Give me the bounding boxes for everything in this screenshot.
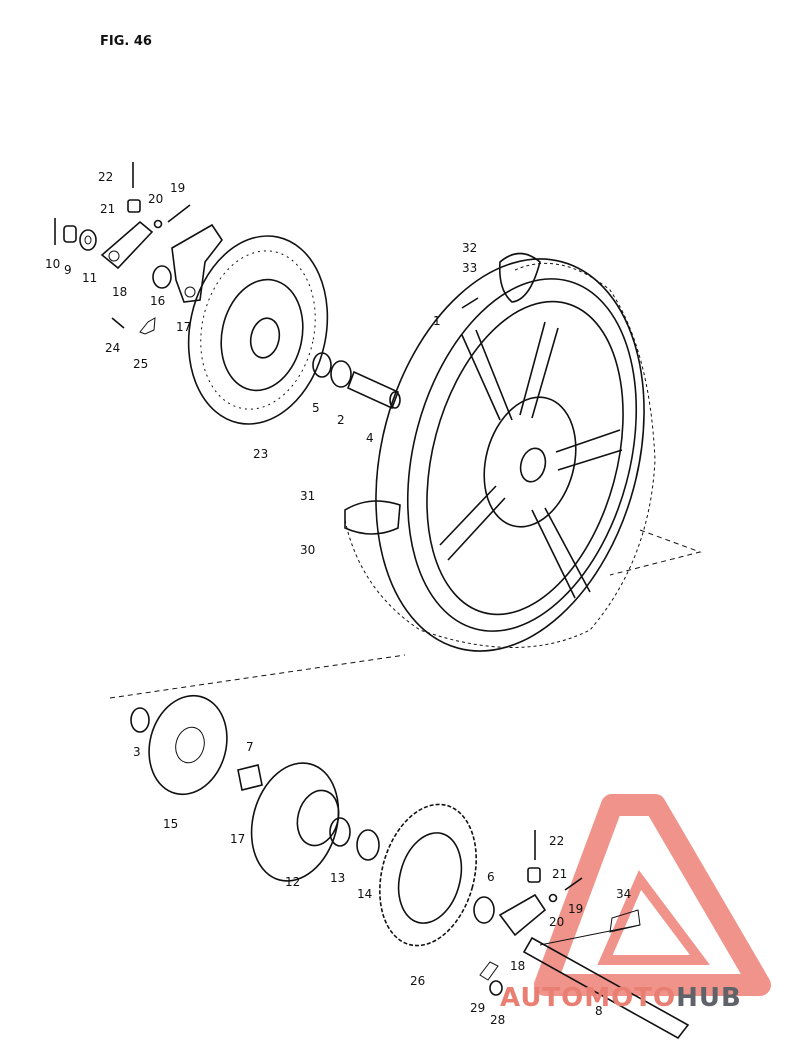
watermark-logo [534, 794, 771, 996]
axle-and-bearings [312, 352, 401, 410]
callout-20b: 20 [549, 915, 564, 929]
callout-28: 28 [490, 1013, 505, 1027]
callout-6: 6 [487, 870, 495, 884]
brake-disc [187, 235, 329, 425]
callout-13: 13 [330, 871, 345, 885]
callout-17: 17 [176, 320, 191, 334]
callout-7: 7 [246, 740, 254, 754]
rear-wheel [344, 252, 656, 652]
callout-17b: 17 [230, 832, 245, 846]
callout-19: 19 [170, 181, 185, 195]
callout-30: 30 [300, 543, 315, 557]
callout-4: 4 [366, 431, 374, 445]
callout-21: 21 [100, 202, 115, 216]
callout-labels: 10 9 11 18 16 17 22 21 20 19 24 25 23 5 … [45, 170, 631, 1027]
callout-29: 29 [470, 1001, 485, 1015]
figure-title: FIG. 46 [100, 34, 152, 49]
callout-22b: 22 [549, 834, 564, 848]
callout-1: 1 [433, 314, 441, 328]
callout-24: 24 [105, 341, 120, 355]
callout-22: 22 [98, 170, 113, 184]
callout-10: 10 [45, 257, 60, 271]
callout-34: 34 [616, 887, 631, 901]
callout-31: 31 [300, 489, 315, 503]
callout-23: 23 [253, 447, 268, 461]
cush-drive-and-sprocket [130, 694, 690, 1040]
callout-20: 20 [148, 192, 163, 206]
callout-16: 16 [150, 294, 165, 308]
callout-12: 12 [285, 875, 300, 889]
callout-32: 32 [462, 241, 477, 255]
callout-25: 25 [133, 357, 148, 371]
callout-14: 14 [357, 887, 372, 901]
watermark-text: AUTOMOTOHUB [500, 983, 742, 1013]
callout-8: 8 [595, 1004, 603, 1018]
callout-18b: 18 [510, 959, 525, 973]
callout-26: 26 [410, 974, 425, 988]
callout-15: 15 [163, 817, 178, 831]
callout-2: 2 [337, 413, 345, 427]
callout-3: 3 [133, 745, 141, 759]
callout-5: 5 [312, 401, 320, 415]
callout-33: 33 [462, 261, 477, 275]
callout-21b: 21 [552, 867, 567, 881]
callout-9: 9 [64, 263, 72, 277]
brake-caliper-parts [54, 162, 223, 335]
callout-18: 18 [112, 285, 127, 299]
callout-19b: 19 [568, 902, 583, 916]
alignment-plane [109, 529, 702, 699]
callout-11: 11 [82, 271, 97, 285]
